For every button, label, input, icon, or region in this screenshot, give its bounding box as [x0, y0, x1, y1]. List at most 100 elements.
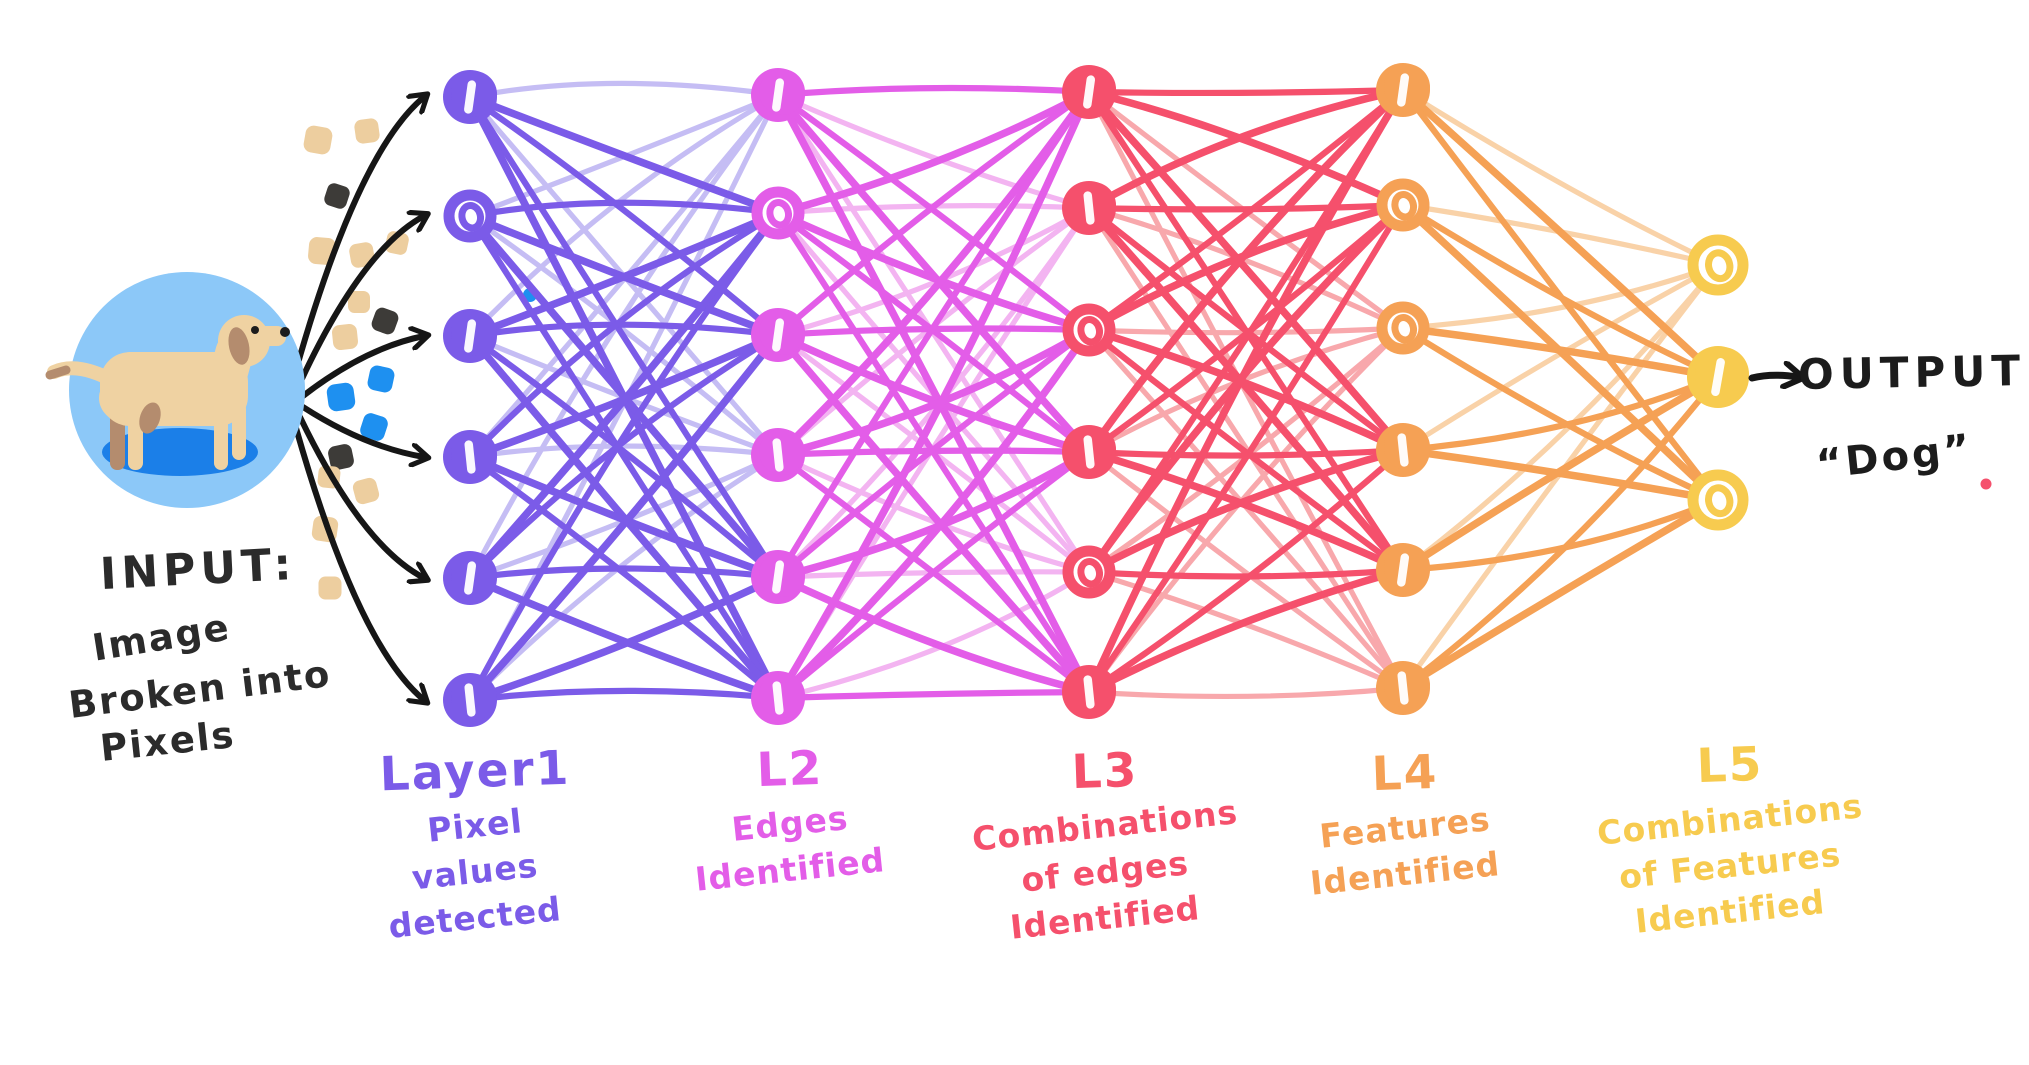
pixel-square — [348, 291, 370, 313]
layer-4-nodes — [1376, 63, 1430, 715]
layer-4-node-2-value-0 — [1376, 178, 1430, 232]
edge — [1399, 496, 1722, 692]
input-arrow — [300, 336, 424, 399]
node-digit-one — [772, 438, 784, 472]
input-arrow — [293, 425, 424, 700]
edge — [774, 326, 1093, 702]
edge — [1399, 86, 1722, 504]
input-arrow — [293, 97, 424, 373]
edge — [466, 573, 782, 704]
pixel-square — [318, 576, 342, 600]
input-arrow — [297, 216, 424, 386]
edges-layer-1-layer-2 — [466, 80, 782, 704]
edge-light — [1400, 87, 1721, 268]
edge — [774, 573, 1093, 696]
node-digit-one — [464, 440, 476, 474]
node-digit-one — [464, 80, 477, 114]
layer-3-nodes — [1062, 65, 1116, 719]
edge — [466, 331, 782, 704]
edge-light — [1086, 685, 1406, 700]
node-digit-one — [1083, 191, 1095, 225]
edge — [1399, 373, 1722, 692]
layer-2-nodes — [751, 68, 805, 725]
pixel-square — [328, 444, 354, 470]
pixel-square — [360, 413, 388, 441]
node-digit-one — [464, 683, 476, 717]
layer-3-node-5-value-0 — [1062, 545, 1116, 599]
edge — [466, 209, 782, 340]
node-digit-one — [772, 560, 785, 594]
layer-5-nodes — [1687, 234, 1749, 531]
layer-5-node-3-value-0 — [1687, 469, 1749, 531]
layer-1-node-1-value-1 — [443, 70, 497, 124]
node-digit-zero — [1705, 484, 1734, 518]
pixel-square — [367, 365, 395, 393]
edge — [466, 199, 782, 220]
dog-tail-tip — [45, 365, 71, 380]
edge — [1085, 86, 1407, 334]
layer-1-node-2-value-0 — [443, 189, 497, 243]
input-title: INPUT: — [98, 538, 298, 601]
edge — [1085, 446, 1407, 696]
node-digit-zero — [1391, 314, 1418, 344]
layer-2-node-6-value-1 — [751, 671, 805, 725]
edge — [1399, 201, 1722, 381]
layer-4-node-5-value-1 — [1376, 543, 1430, 597]
edge — [774, 84, 1093, 99]
edges-layer-4-layer-5 — [1399, 86, 1722, 692]
layer-4-node-4-value-1 — [1376, 423, 1430, 477]
node-digit-one — [1397, 73, 1410, 107]
edge — [1399, 86, 1722, 381]
edge — [774, 88, 1093, 217]
edge — [1085, 201, 1407, 696]
pixel-square — [332, 324, 358, 350]
edge — [466, 687, 782, 704]
layer-4-node-1-value-1 — [1376, 63, 1430, 117]
layer-2-node-5-value-1 — [751, 550, 805, 604]
edge — [774, 88, 1093, 702]
edge — [774, 326, 1093, 581]
edge — [1085, 566, 1407, 696]
dog-muzzle — [256, 326, 286, 346]
edge — [1085, 86, 1407, 212]
edges-layer-3-layer-4 — [1085, 86, 1407, 700]
edge — [1085, 86, 1407, 456]
edge — [466, 209, 782, 461]
edge — [1085, 201, 1407, 213]
edge — [466, 93, 782, 581]
edge — [1085, 86, 1407, 696]
pixel-square — [371, 307, 399, 335]
layer-3-node-4-value-1 — [1062, 425, 1116, 479]
edges-layer-2-layer-3 — [774, 84, 1093, 702]
layer-3-label: L3 Combinations of edges Identified — [940, 743, 1270, 947]
edge — [774, 448, 1093, 702]
layer-3-node-3-value-0 — [1062, 303, 1116, 357]
edge — [774, 688, 1093, 702]
dog-nose — [280, 327, 290, 337]
layer-3-node-2-value-1 — [1062, 181, 1116, 235]
node-digit-one — [772, 681, 784, 715]
layer-4-node-3-value-0 — [1376, 301, 1430, 355]
layer-2-node-2-value-0 — [751, 186, 805, 240]
node-digit-zero — [458, 202, 485, 232]
pixel-square — [354, 118, 380, 144]
layer-3-node-6-value-1 — [1062, 665, 1116, 719]
layer-4-label: L4 Features Identified — [1250, 745, 1560, 903]
node-digit-zero — [1391, 191, 1418, 221]
layer-1-node-3-value-1 — [443, 309, 497, 363]
node-digit-one — [1397, 553, 1410, 587]
node-digit-one — [1083, 675, 1095, 709]
dog-belly-patch — [139, 402, 161, 434]
edge — [1399, 324, 1722, 381]
dog-ear — [228, 327, 250, 365]
node-digit-one — [1083, 75, 1096, 109]
node-digit-one — [1397, 433, 1409, 467]
dog-input-image — [45, 272, 305, 508]
edge-light — [467, 80, 781, 100]
output-arrow — [1748, 375, 1798, 378]
layer-5-node-1-value-0 — [1687, 234, 1749, 296]
layer-1-node-6-value-1 — [443, 673, 497, 727]
edge — [1085, 86, 1407, 97]
